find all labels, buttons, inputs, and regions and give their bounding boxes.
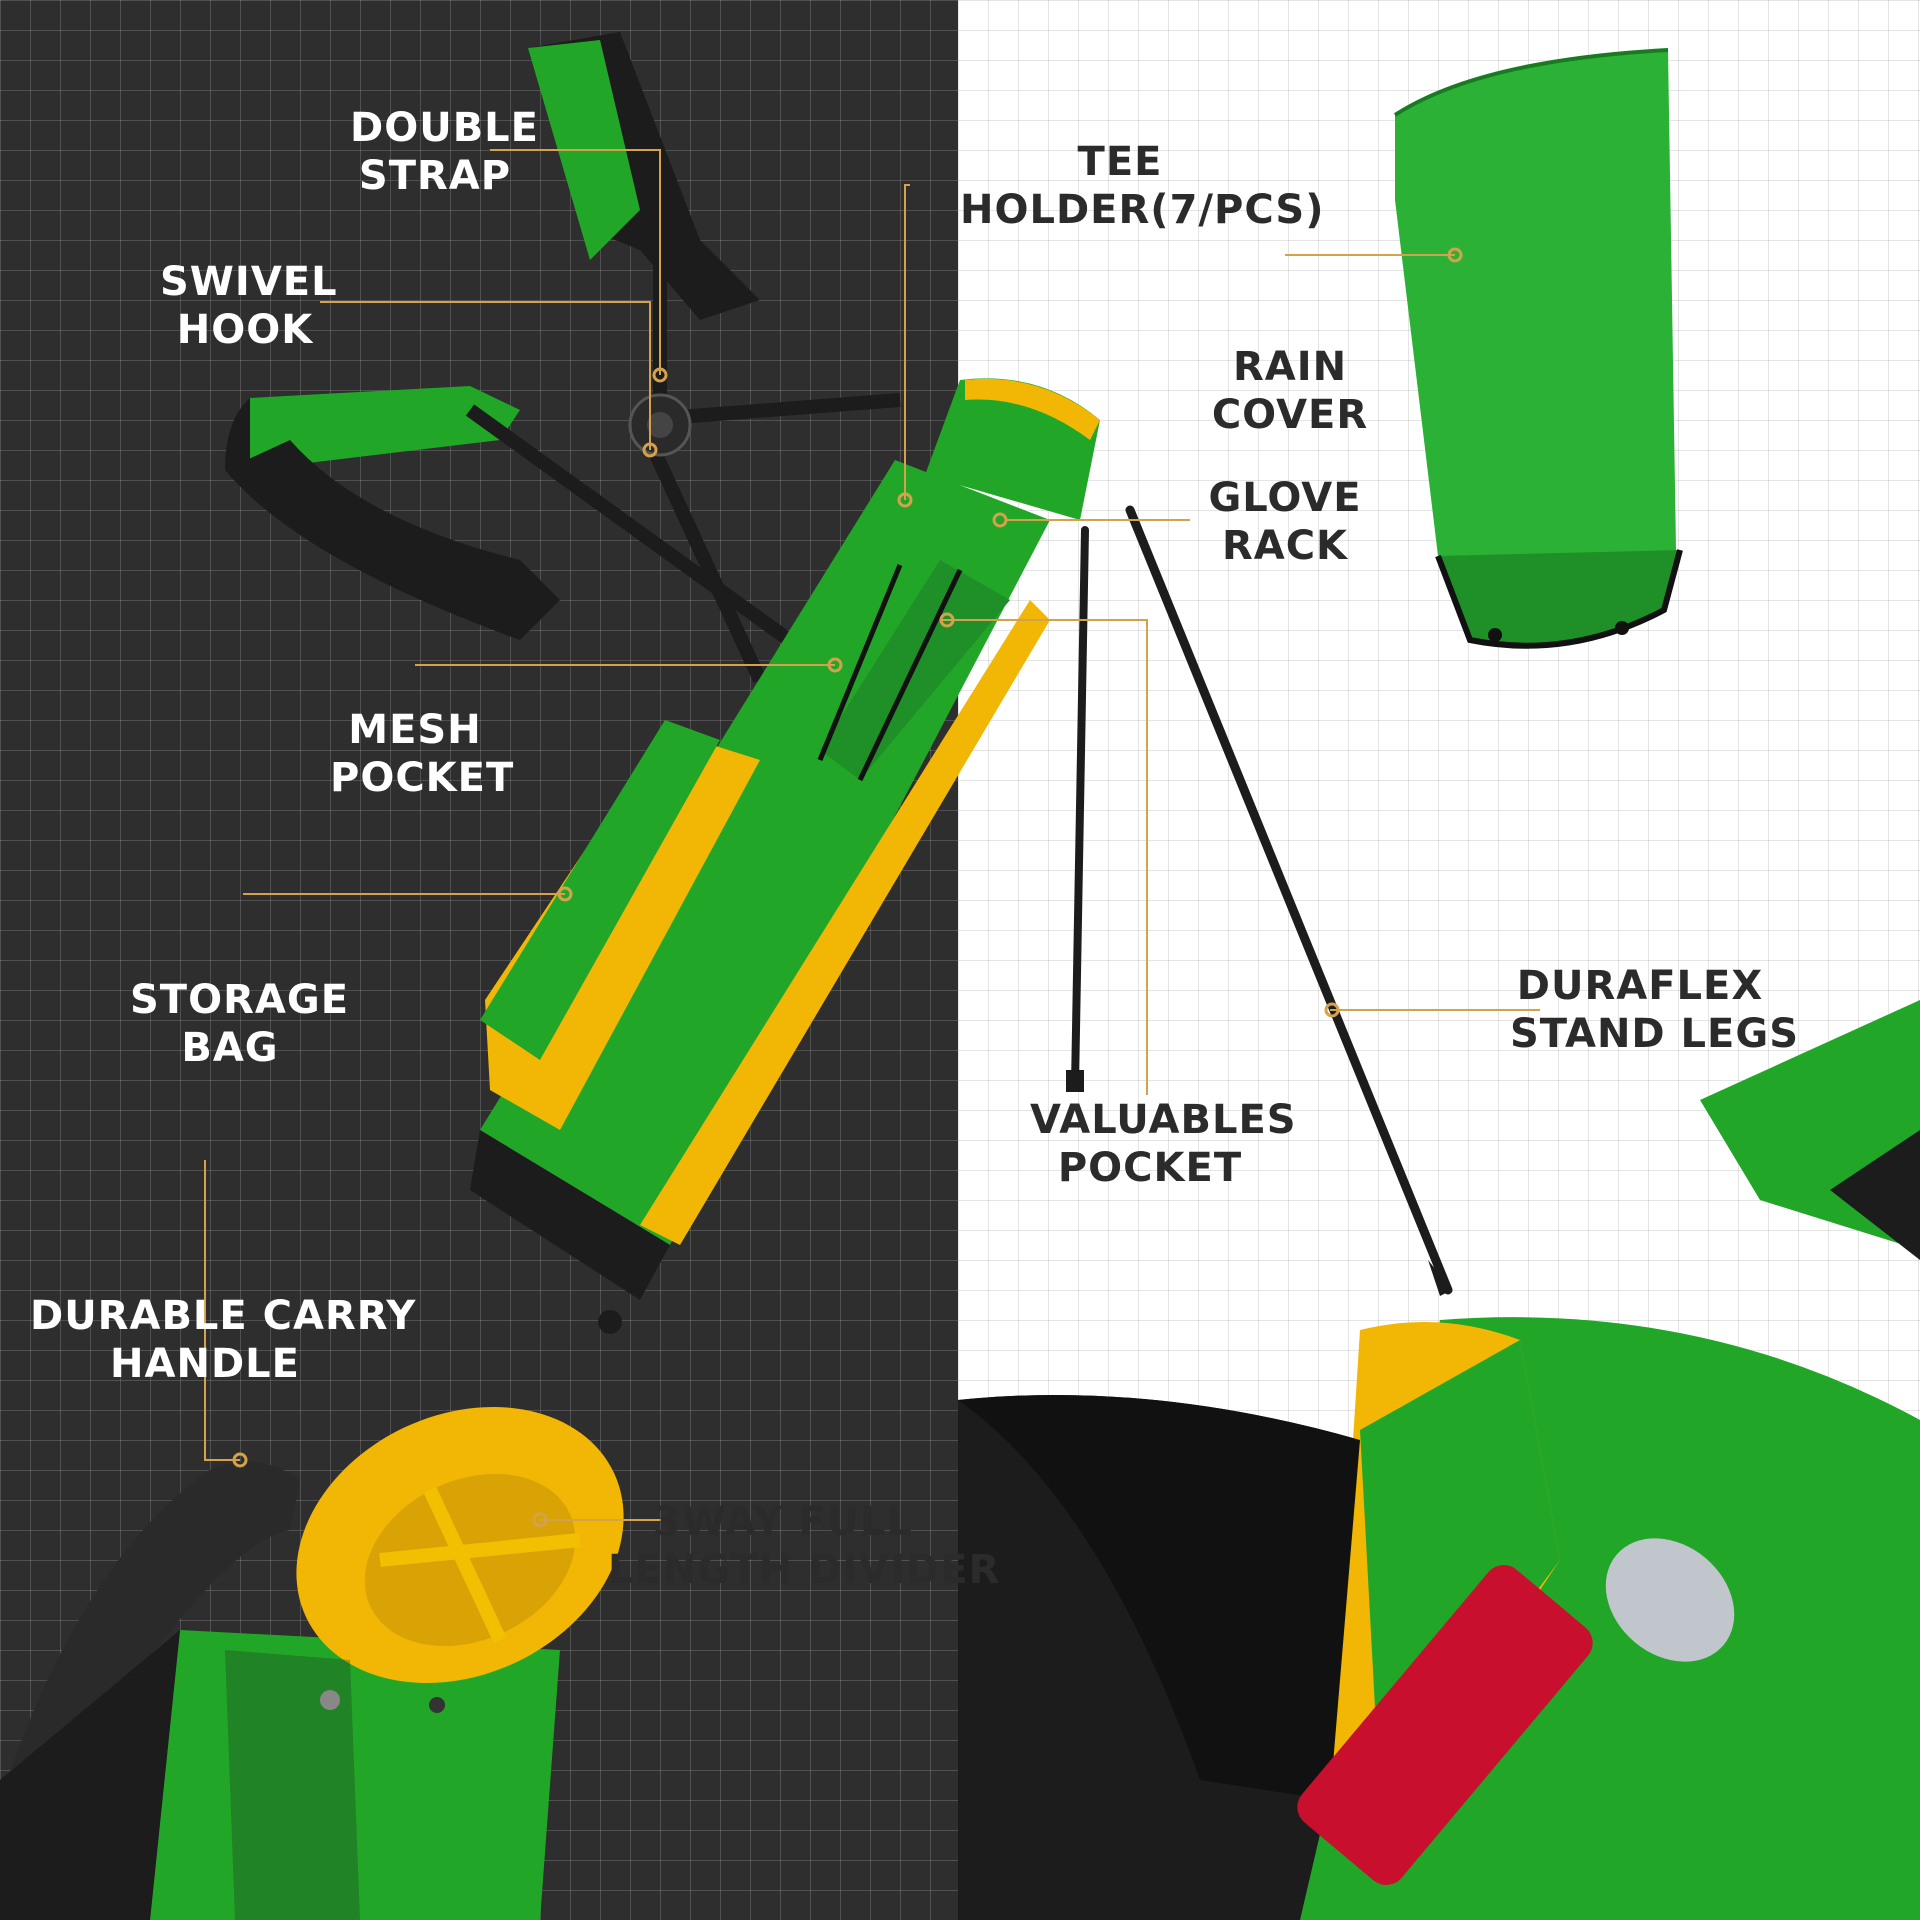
valuables-pocket-closeup-image [958,1000,1920,1920]
callout-swivel-hook [320,301,651,450]
callout-valuables-pocket [940,619,1148,1095]
callout-carry-handle [204,1160,240,1461]
golf-bag-image [470,378,1100,1334]
callout-lines [204,149,1540,1521]
divider-closeup-image [0,1407,624,1920]
callout-tee-holder [904,184,910,500]
callout-dots [232,247,1463,1528]
callout-double-strap [490,149,661,375]
rain-cover-image [1393,48,1683,649]
stand-legs-image [1066,505,1453,1296]
